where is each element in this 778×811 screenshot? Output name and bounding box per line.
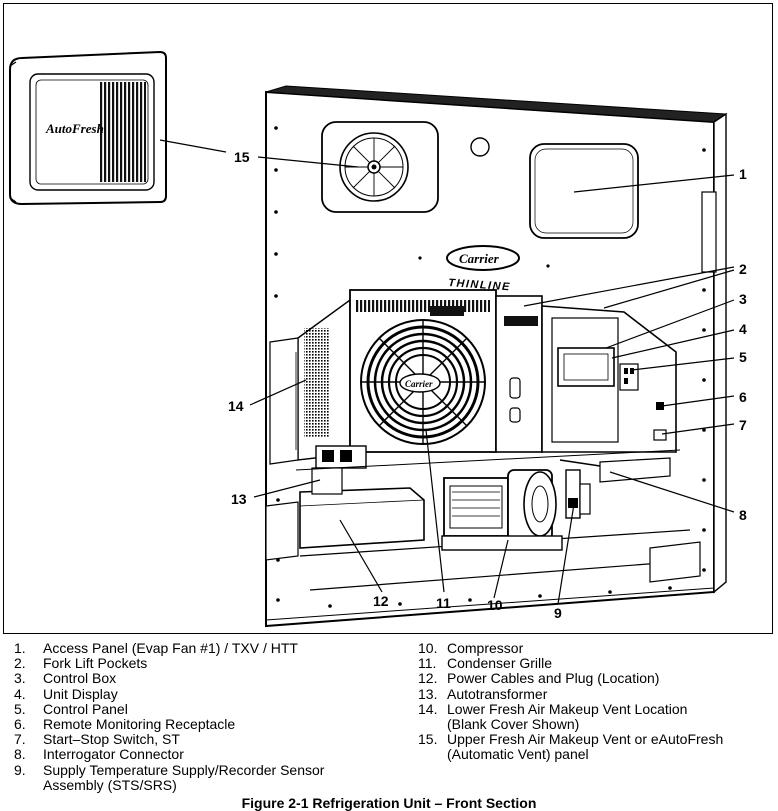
callout-15: 15 [234,149,250,165]
legend-item: 14. Lower Fresh Air Makeup Vent Location … [418,700,723,733]
autofresh-vent-panel: AutoFresh [9,50,167,206]
legend-text: Upper Fresh Air Makeup Vent or eAutoFres… [447,731,724,763]
panel-port [470,137,490,157]
vent-brand-text: AutoFresh [45,121,104,136]
compressor [441,469,563,551]
callout-1: 1 [739,166,747,182]
legend-item: 2. Fork Lift Pockets [14,656,324,671]
callout-8: 8 [739,507,747,523]
legend-text: Unit Display [43,685,118,702]
figure-caption: Figure 2-1 Refrigeration Unit – Front Se… [241,795,537,811]
legend-number: 3. [14,670,26,687]
autotransformer [299,487,425,549]
brand-text: Carrier [459,251,500,266]
legend-text: Lower Fresh Air Makeup Vent Location (Bl… [447,700,688,733]
legend-text: Access Panel (Evap Fan #1) / TXV / HTT [43,640,298,656]
legend-item: 1. Access Panel (Evap Fan #1) / TXV / HTT [14,640,324,656]
condenser-grille: Carrier [349,289,497,453]
callout-7: 7 [739,417,747,433]
legend-item: 5. Control Panel [14,700,324,717]
legend-item: 6. Remote Monitoring Receptacle [14,716,324,733]
legend-number: 6. [14,716,26,733]
legend-number: 9. [14,761,26,778]
callout-6: 6 [739,389,747,405]
lower-section [269,298,351,465]
control-box [541,305,677,453]
legend-number: 1. [14,640,26,656]
legend-text: Supply Temperature Supply/Recorder Senso… [43,761,325,793]
callout-9: 9 [554,605,562,621]
callout-13: 13 [231,491,247,507]
legend-item: 9. Supply Temperature Supply/Recorder Sen… [14,761,325,793]
lower-vent-grille [304,328,330,438]
interrogator-connector [599,457,671,483]
leader-lines [159,139,735,605]
legend-item: 10. Compressor [418,640,723,656]
legend-text: Control Box [43,670,117,687]
callout-2: 2 [739,261,747,277]
legend-item: 15. Upper Fresh Air Makeup Vent or eAutoF… [418,731,724,763]
start-stop-switch [653,429,667,441]
callout-3: 3 [739,291,747,307]
legend-right: 10. Compressor 11. Condenser Grille 12. Pow… [418,640,724,763]
legend-item: 4. Unit Display [14,685,324,702]
callout-12: 12 [373,593,389,609]
refrigeration-unit-drawing: AutoFresh Carrier THINLI [9,50,735,628]
legend-number: 15. [418,731,438,748]
callout-10: 10 [487,597,503,613]
legend-number: 14. [418,700,438,717]
callout-14: 14 [228,398,244,414]
sensor-assembly [565,469,591,519]
legend-text: Start–Stop Switch, ST [43,731,180,748]
legend-number: 5. [14,700,26,717]
legend-text: Condenser Grille [447,655,553,672]
fork-lift-pocket-lower [265,501,299,561]
middle-panel [430,295,543,453]
legend-item: 11. Condenser Grille [418,656,723,671]
legend-item: 7. Start–Stop Switch, ST [14,732,324,747]
panel-bolts [274,126,706,608]
legend-text: Interrogator Connector [43,746,184,763]
legend-text: Remote Monitoring Receptacle [43,716,236,733]
vent-louvers [100,82,146,182]
upper-fresh-air-vent [321,121,439,213]
remote-monitoring-receptacle [656,402,664,410]
control-panel [619,363,639,391]
legend-number: 7. [14,731,26,748]
legend-number: 8. [14,746,26,763]
legend-text: Fork Lift Pockets [43,655,148,672]
legend-number: 2. [14,655,26,672]
legend-number: 10. [418,640,438,656]
legend-item: 13. Autotransformer [418,685,723,702]
legend-text: Control Panel [43,700,128,717]
fork-lift-pocket-upper [701,191,717,273]
legend-number: 4. [14,685,26,702]
fan-brand-text: Carrier [405,379,433,389]
legend-left: 1. Access Panel (Evap Fan #1) / TXV / HTT… [14,640,325,793]
legend-item: 3. Control Box [14,671,324,686]
legend-number: 13. [418,685,438,702]
legend-number: 12. [418,670,438,687]
legend-number: 11. [418,655,437,672]
legend-text: Autotransformer [447,685,548,702]
legend-item: 12. Power Cables and Plug (Location) [418,671,723,686]
callout-5: 5 [739,349,747,365]
legend-item: 8. Interrogator Connector [14,747,324,762]
callout-4: 4 [739,321,747,337]
legend-text: Power Cables and Plug (Location) [447,670,660,687]
lower-machinery [295,445,701,591]
callout-11: 11 [436,595,451,611]
legend-text: Compressor [447,640,524,656]
